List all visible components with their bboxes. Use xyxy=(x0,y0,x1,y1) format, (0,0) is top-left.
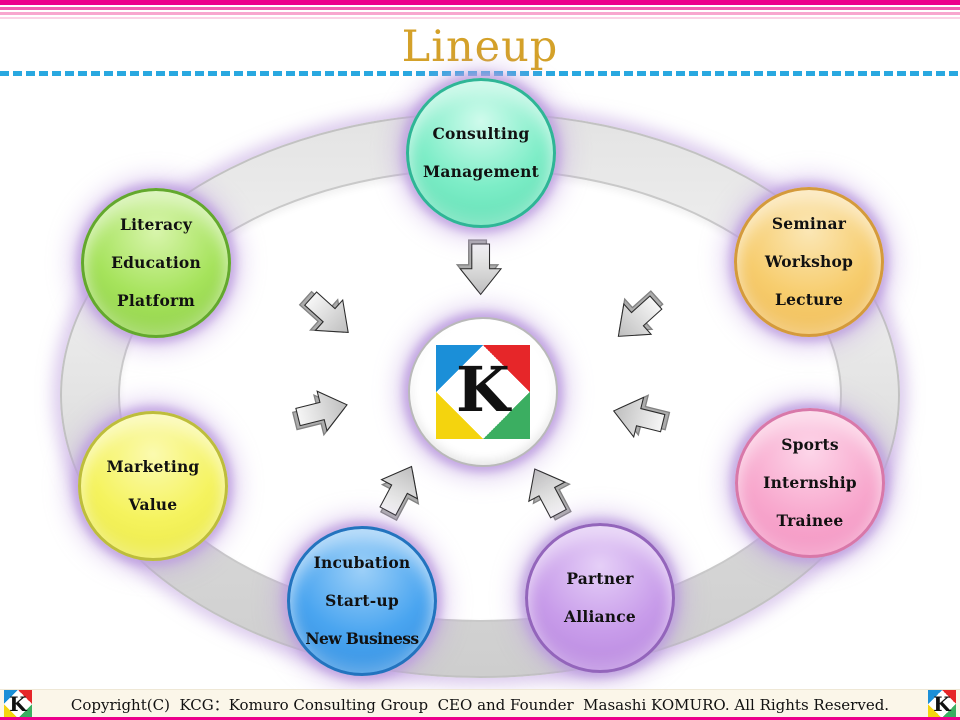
node-line: Partner xyxy=(566,569,634,588)
node-line: New Business xyxy=(305,629,419,648)
node-line: Sports xyxy=(781,435,839,454)
node-incubation-startup-newbusiness: Incubation Start-up New Business xyxy=(287,526,437,676)
node-sports-internship-trainee: Sports Internship Trainee xyxy=(735,408,885,558)
node-line: Literacy xyxy=(119,215,193,234)
copyright-text: Copyright(C) KCG：Komuro Consulting Group… xyxy=(70,695,890,714)
node-line: Management xyxy=(423,162,539,181)
logo-letter: K xyxy=(9,691,27,716)
node-line: Marketing xyxy=(106,457,200,476)
node-line: Value xyxy=(128,495,178,514)
node-line: Education xyxy=(111,253,201,272)
dashed-divider xyxy=(0,71,960,76)
node-line: Consulting xyxy=(432,124,530,143)
page-title: Lineup xyxy=(401,22,559,72)
node-line: Incubation xyxy=(313,553,411,572)
node-seminar-workshop-lecture: Seminar Workshop Lecture xyxy=(734,187,884,337)
kcg-logo-icon: K xyxy=(436,345,530,439)
node-line: Trainee xyxy=(776,511,844,530)
node-line: Internship xyxy=(763,473,857,492)
inward-arrow-icon xyxy=(456,239,502,296)
top-border-stripes xyxy=(0,0,960,20)
node-line: Lecture xyxy=(774,290,844,309)
kcg-logo-icon: K xyxy=(4,690,32,718)
node-consulting-management: Consulting Management xyxy=(406,78,556,228)
logo-letter: K xyxy=(456,353,510,426)
node-line: Platform xyxy=(117,291,195,310)
bottom-border-bar xyxy=(0,717,960,720)
node-line: Seminar xyxy=(771,214,847,233)
logo-letter: K xyxy=(933,691,951,716)
footer: K Copyright(C) KCG：Komuro Consulting Gro… xyxy=(0,689,960,718)
node-marketing-value: Marketing Value xyxy=(78,411,228,561)
node-line: Start-up xyxy=(325,591,399,610)
center-logo-circle: K xyxy=(408,317,558,467)
kcg-logo-icon: K xyxy=(928,690,956,718)
node-line: Alliance xyxy=(564,607,636,626)
node-literacy-education-platform: Literacy Education Platform xyxy=(81,188,231,338)
node-line: Workshop xyxy=(764,252,854,271)
node-partner-alliance: Partner Alliance xyxy=(525,523,675,673)
